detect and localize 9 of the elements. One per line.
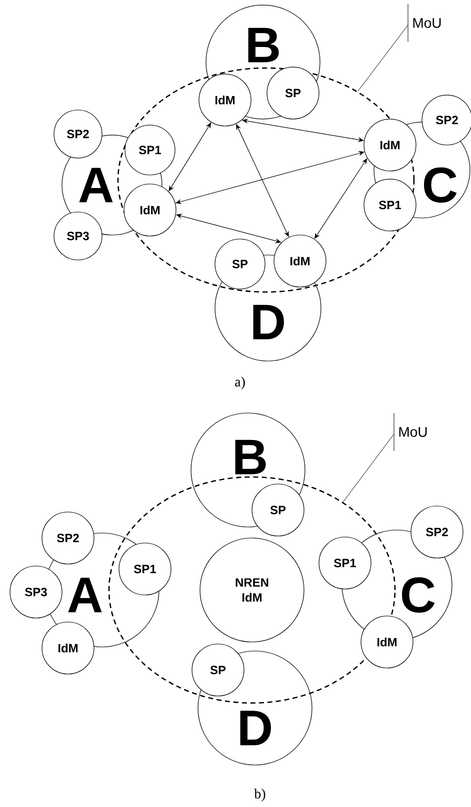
panel-caption: b)	[254, 788, 266, 802]
mou-label: MoU	[413, 18, 441, 28]
node-label: SP2	[436, 116, 458, 124]
panel-caption: a)	[235, 376, 245, 390]
leader-line	[358, 4, 408, 92]
dashed-ellipse	[108, 476, 396, 704]
leader-line	[342, 412, 394, 502]
node-label: SP2	[426, 528, 448, 536]
mou-label: MoU	[399, 427, 427, 437]
